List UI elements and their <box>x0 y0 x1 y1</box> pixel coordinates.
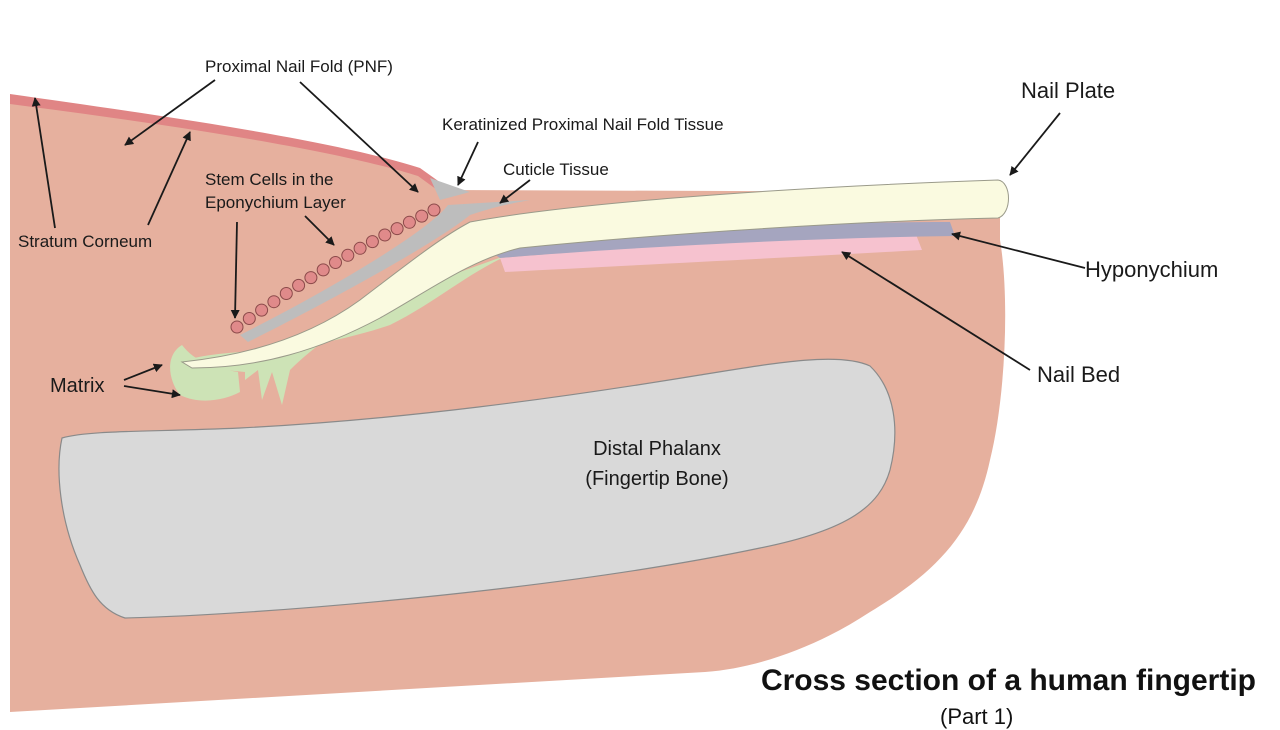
arrow-stem-upper <box>304 215 335 246</box>
matrix-base <box>170 345 240 401</box>
stem-cell <box>341 248 355 262</box>
label-nail-bed: Nail Bed <box>1037 362 1120 387</box>
stem-cell <box>230 320 244 334</box>
keratinized-tissue <box>430 178 470 200</box>
arrow-matrix-lower <box>123 385 181 399</box>
nail-plate-shape <box>180 179 1009 369</box>
arrow-pnf-left <box>124 79 216 146</box>
label-stem-cells-1: Stem Cells in the <box>205 170 334 189</box>
stem-cell <box>365 235 379 249</box>
stem-cell <box>255 303 269 317</box>
label-cuticle-tissue: Cuticle Tissue <box>503 160 609 179</box>
arrow-cuticle <box>499 179 531 204</box>
arrow-keratinized <box>457 141 479 186</box>
nail-bed-layer <box>500 232 922 272</box>
diagram-stage: Proximal Nail Fold (PNF) Keratinized Pro… <box>10 57 1256 729</box>
label-distal-phalanx-2: (Fingertip Bone) <box>585 468 728 490</box>
label-proximal-nail-fold: Proximal Nail Fold (PNF) <box>205 57 393 76</box>
arrow-stratum-left <box>31 97 56 229</box>
diagram-caption-tail: (Part 1) <box>940 704 1014 729</box>
stem-cells-group <box>230 203 441 334</box>
stem-cell <box>329 256 342 269</box>
stem-cell <box>402 215 416 229</box>
stem-cell <box>353 241 367 255</box>
arrow-pnf-right <box>299 81 419 193</box>
fingertip-diagram: Proximal Nail Fold (PNF) Keratinized Pro… <box>10 57 1218 712</box>
distal-phalanx-bone <box>58 358 896 619</box>
callout-arrows <box>31 79 1086 399</box>
label-nail-plate: Nail Plate <box>1021 78 1115 103</box>
label-distal-phalanx-1: Distal Phalanx <box>593 438 721 460</box>
stem-cell <box>304 271 318 285</box>
arrow-nail-plate <box>1009 112 1061 176</box>
stem-cell <box>279 287 293 300</box>
stem-cell <box>316 263 330 277</box>
arrow-hyponychium <box>951 231 1086 269</box>
stem-cell <box>292 278 306 292</box>
stem-cell <box>267 295 281 309</box>
label-matrix: Matrix <box>50 375 104 397</box>
stem-cell <box>390 222 404 236</box>
arrow-stem-lower <box>230 221 240 319</box>
label-keratinized-tissue: Keratinized Proximal Nail Fold Tissue <box>442 115 724 134</box>
arrow-matrix-upper <box>123 363 163 381</box>
stem-cell <box>378 228 392 242</box>
stem-cell <box>415 209 429 223</box>
label-stratum-corneum: Stratum Corneum <box>18 232 152 251</box>
stratum-corneum-layer <box>10 94 448 192</box>
diagram-caption: Cross section of a human fingertip <box>760 664 1256 697</box>
hyponychium-layer <box>480 222 955 258</box>
label-stem-cells-2: Eponychium Layer <box>205 193 346 212</box>
stem-cell <box>427 203 441 217</box>
arrow-stratum-right <box>147 131 191 226</box>
label-hyponychium: Hyponychium <box>1085 257 1218 282</box>
arrow-nail-bed <box>841 251 1031 371</box>
cuticle-layer <box>240 200 530 342</box>
stem-cell <box>242 312 256 325</box>
